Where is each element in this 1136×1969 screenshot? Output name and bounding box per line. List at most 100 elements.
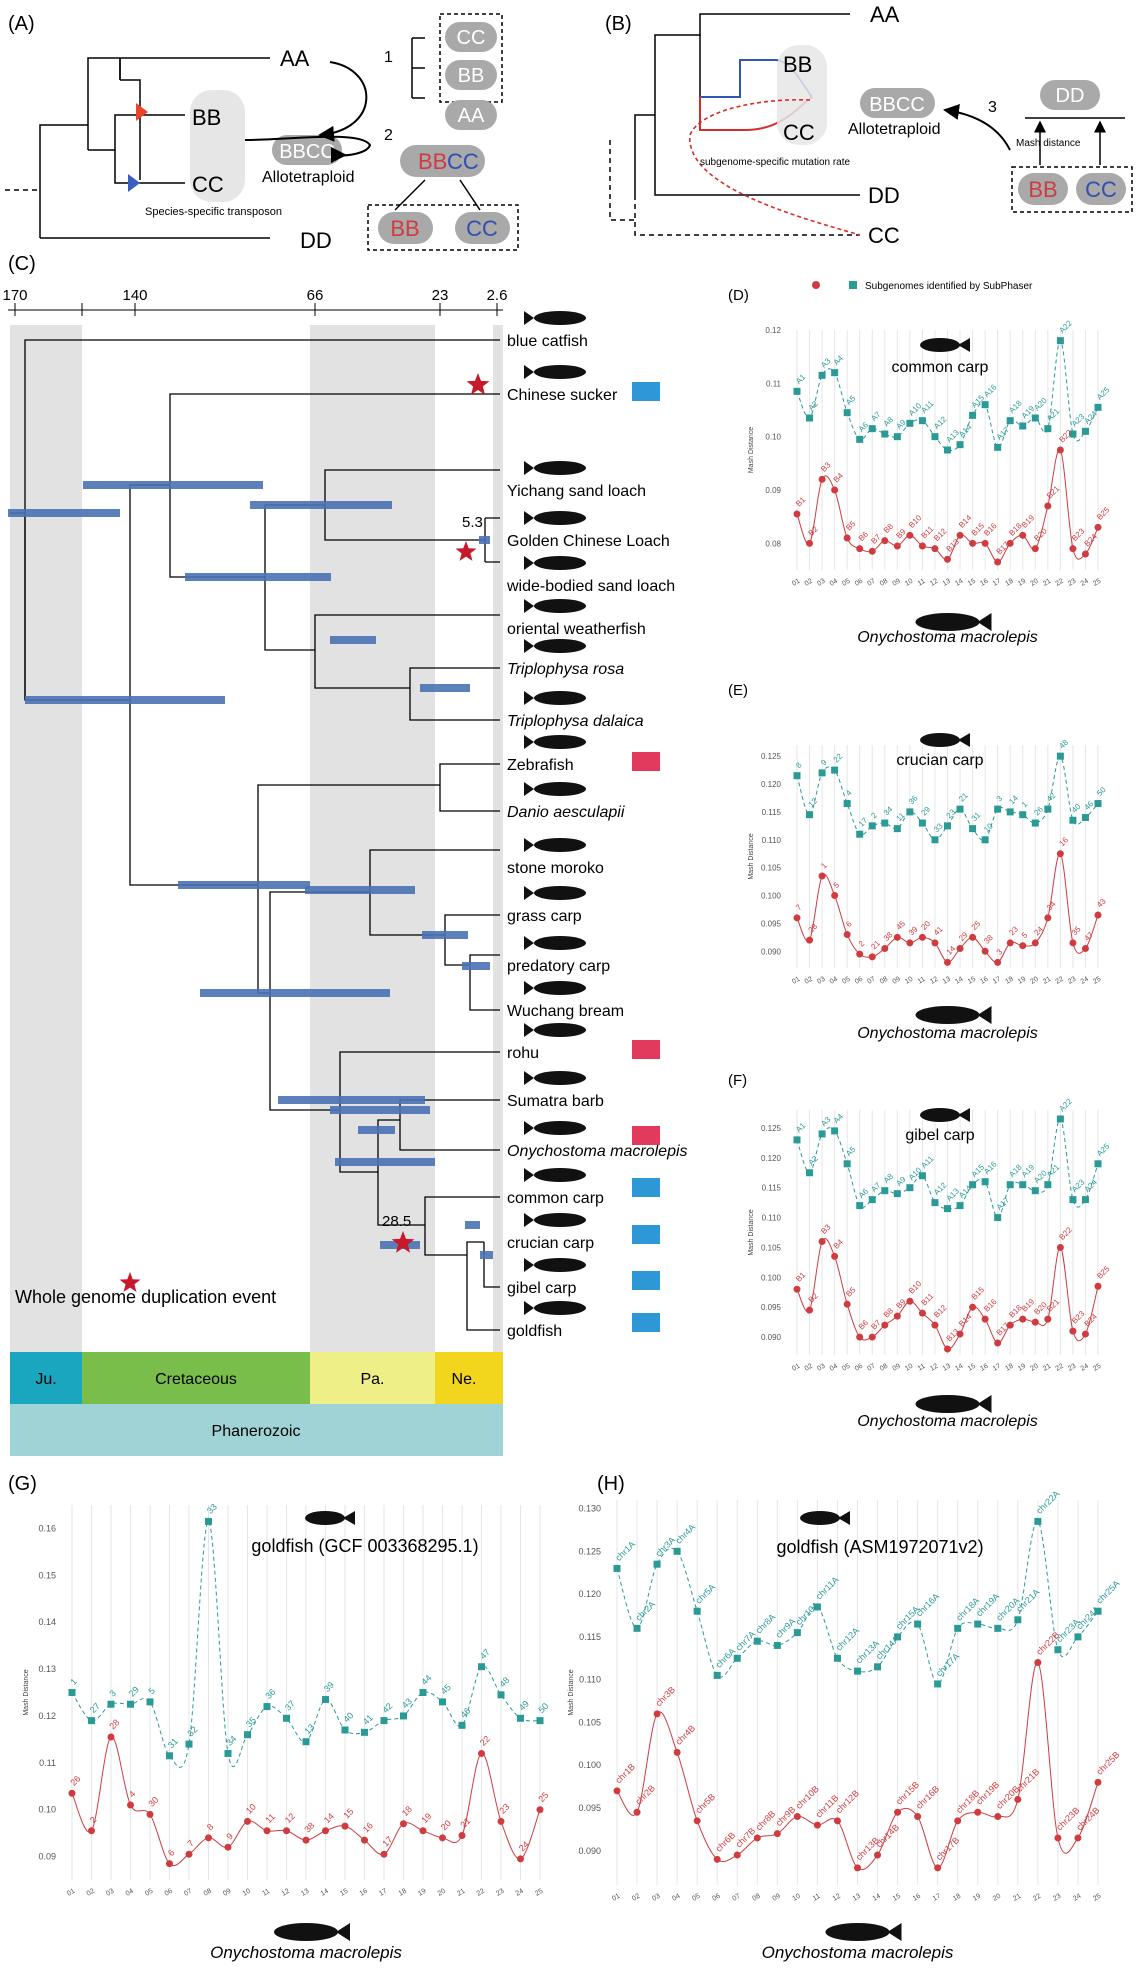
fish-silhouette-icon xyxy=(534,936,586,950)
point-label: 28 xyxy=(107,1717,121,1731)
data-point xyxy=(969,933,977,941)
x-tick-label: 08 xyxy=(879,578,889,588)
period-block xyxy=(310,1352,435,1404)
x-tick-label: 10 xyxy=(242,1888,252,1898)
data-point xyxy=(753,1834,761,1842)
point-label: 46 xyxy=(1083,799,1096,812)
data-point xyxy=(107,1733,115,1741)
point-label: A1 xyxy=(794,1121,808,1135)
x-tick-label: 20 xyxy=(992,1893,1002,1903)
fish-silhouette-icon xyxy=(534,838,586,852)
y-tick-label: 0.120 xyxy=(761,780,782,789)
data-point xyxy=(1019,811,1027,819)
x-tick-label: 08 xyxy=(879,1363,889,1373)
point-label: B2 xyxy=(807,1291,821,1305)
point-label: 29 xyxy=(957,930,970,943)
data-point xyxy=(1069,816,1077,824)
species-entry: Triplophysa dalaica xyxy=(507,691,644,730)
data-point xyxy=(419,1689,427,1696)
data-point xyxy=(994,558,1002,566)
x-tick-label: 21 xyxy=(1042,578,1052,588)
data-point xyxy=(918,819,926,827)
point-label: 14 xyxy=(1007,793,1020,806)
data-point xyxy=(906,419,914,427)
data-point xyxy=(874,1663,882,1671)
x-tick-label: 18 xyxy=(398,1888,408,1898)
data-point xyxy=(856,1333,864,1341)
point-label: 24 xyxy=(1032,924,1045,937)
y-tick-label: 0.09 xyxy=(765,486,781,495)
point-label: 10 xyxy=(982,821,995,834)
data-point xyxy=(906,1184,914,1192)
fish-tail-icon xyxy=(343,1511,355,1525)
x-tick-label: 09 xyxy=(891,976,901,986)
point-label: 16 xyxy=(361,1820,375,1834)
fish-tail-icon xyxy=(887,1923,902,1941)
point-label: 18 xyxy=(400,1804,414,1818)
x-axis-title: Onychostoma macrolepis xyxy=(762,1943,954,1962)
x-tick-label: 21 xyxy=(456,1888,466,1898)
panel-b: (B) BB CC AA DD CC subgenome-specific mu… xyxy=(605,2,1133,248)
point-label: 47 xyxy=(1083,930,1096,943)
point-label: 50 xyxy=(536,1701,550,1715)
data-point xyxy=(693,1607,701,1615)
data-point xyxy=(931,836,939,844)
x-tick-label: 07 xyxy=(731,1893,741,1903)
data-point xyxy=(818,371,826,379)
y-tick-label: 0.16 xyxy=(38,1523,56,1533)
time-tick-label: 2.6 xyxy=(487,287,508,304)
point-label: 3 xyxy=(107,1688,118,1699)
data-point xyxy=(954,1624,962,1632)
data-point xyxy=(994,443,1002,451)
label-bbcc: BBCC xyxy=(279,141,335,163)
point-label: 37 xyxy=(283,1699,297,1713)
time-tick-label: 140 xyxy=(122,287,147,304)
fish-silhouette-icon xyxy=(920,733,960,747)
data-point xyxy=(713,1855,721,1863)
y-axis-label: Mash Distance xyxy=(748,1209,755,1255)
data-point xyxy=(1069,1196,1077,1204)
period-block xyxy=(435,1352,493,1404)
tree-branch xyxy=(324,469,500,505)
point-label: 1 xyxy=(68,1676,79,1687)
tree-branch xyxy=(169,485,265,578)
x-tick-label: 03 xyxy=(105,1888,115,1898)
legend-teal-square xyxy=(849,281,857,289)
species-label: Onychostoma macrolepis xyxy=(507,1143,688,1160)
x-tick-label: 14 xyxy=(954,976,964,986)
point-label: 24 xyxy=(517,1839,531,1853)
point-label: 41 xyxy=(361,1713,375,1727)
point-label: A2 xyxy=(807,1153,821,1167)
data-point xyxy=(1056,446,1064,454)
data-point xyxy=(956,805,964,813)
data-point xyxy=(868,953,876,961)
x-tick-label: 06 xyxy=(854,578,864,588)
data-point xyxy=(981,401,989,409)
data-point xyxy=(1081,813,1089,821)
label-transposon: Species-specific transposon xyxy=(145,206,282,218)
y-tick-label: 0.130 xyxy=(578,1504,601,1514)
data-point xyxy=(361,1836,368,1844)
x-tick-label: 23 xyxy=(1067,976,1077,986)
data-point xyxy=(856,950,864,958)
point-label: A6 xyxy=(857,1186,871,1200)
fish-silhouette-icon xyxy=(534,981,586,995)
tree-branch xyxy=(424,1225,467,1256)
data-point xyxy=(1044,502,1052,510)
data-point xyxy=(944,958,951,966)
wgd-star xyxy=(391,1231,415,1253)
fish-silhouette-icon xyxy=(274,1923,338,1941)
data-point xyxy=(894,1808,902,1816)
x-tick-label: 11 xyxy=(812,1893,822,1903)
time-tick-label: 66 xyxy=(307,287,324,304)
species-label: common carp xyxy=(507,1190,604,1207)
chart-title: goldfish (GCF 003368295.1) xyxy=(251,1536,478,1556)
x-tick-label: 14 xyxy=(954,1363,964,1373)
label-dd-b: DD xyxy=(868,183,900,208)
data-point xyxy=(1019,531,1027,539)
x-tick-label: 24 xyxy=(1080,578,1090,588)
data-point xyxy=(673,1748,681,1756)
data-point xyxy=(793,772,801,780)
x-tick-label: 13 xyxy=(942,578,952,588)
data-point xyxy=(1034,1659,1042,1667)
